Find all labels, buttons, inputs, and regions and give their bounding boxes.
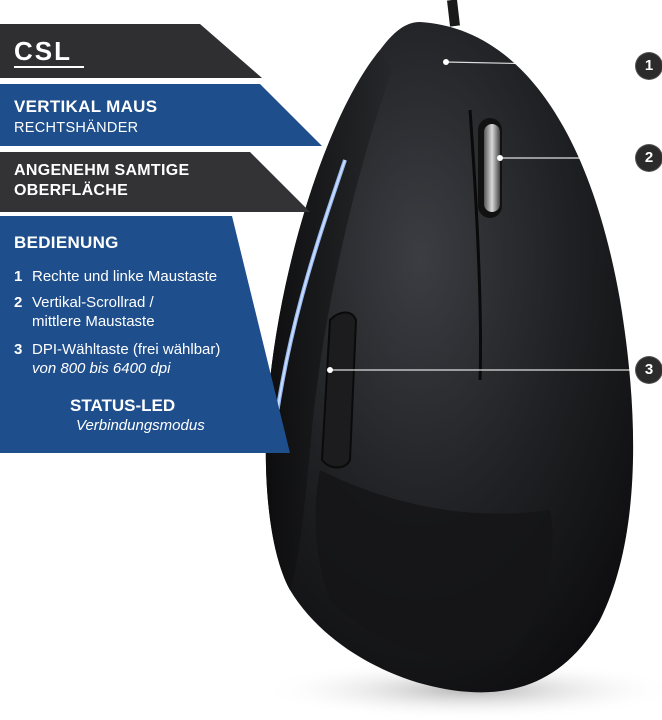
product-subtitle: RECHTSHÄNDER <box>14 120 139 136</box>
product-title: VERTIKAL MAUS <box>14 97 158 116</box>
control-number: 1 <box>14 268 23 285</box>
callout-1: 1 <box>636 53 662 79</box>
product-title-band: VERTIKAL MAUS RECHTSHÄNDER <box>0 84 322 146</box>
brand-logo: CSL <box>14 36 72 66</box>
control-number: 2 <box>14 294 23 311</box>
status-led-subtitle: Verbindungsmodus <box>76 417 205 434</box>
control-note: von 800 bis 6400 dpi <box>32 360 171 377</box>
callout-3: 3 <box>636 357 662 383</box>
callout-dot-2 <box>497 155 503 161</box>
control-number: 3 <box>14 341 23 358</box>
logo-underline <box>14 66 84 68</box>
status-led-title: STATUS-LED <box>70 396 176 415</box>
dpi-button <box>320 311 358 469</box>
button-split-line <box>468 109 483 381</box>
callout-2: 2 <box>636 145 662 171</box>
control-item: 1 Rechte und linke Maustaste <box>14 267 217 286</box>
feature-line-2: OBERFLÄCHE <box>14 182 129 199</box>
control-item: 3 DPI-Wähltaste (frei wählbar) von 800 bi… <box>14 340 220 378</box>
control-text: Rechte und linke Maustaste <box>32 268 218 285</box>
control-text: Vertikal-Scrollrad / <box>32 294 154 311</box>
control-item: 2 Vertikal-Scrollrad / mittlere Maustaste <box>14 293 155 331</box>
feature-band: ANGENEHM SAMTIGE OBERFLÄCHE <box>0 152 310 212</box>
callout-dot-1 <box>443 59 449 65</box>
control-text-continued: mittlere Maustaste <box>32 313 155 330</box>
mouse-cable <box>447 0 460 27</box>
feature-line-1: ANGENEHM SAMTIGE <box>14 162 190 179</box>
logo-band: CSL <box>0 24 262 78</box>
callout-line-1 <box>445 61 637 67</box>
status-led-highlight <box>271 159 346 451</box>
controls-heading: BEDIENUNG <box>14 233 119 252</box>
scroll-wheel <box>484 124 500 212</box>
mouse-side-panel <box>265 50 392 590</box>
control-text: DPI-Wähltaste (frei wählbar) <box>32 341 221 358</box>
callout-dot-3 <box>327 367 333 373</box>
thumb-rest <box>315 470 553 663</box>
